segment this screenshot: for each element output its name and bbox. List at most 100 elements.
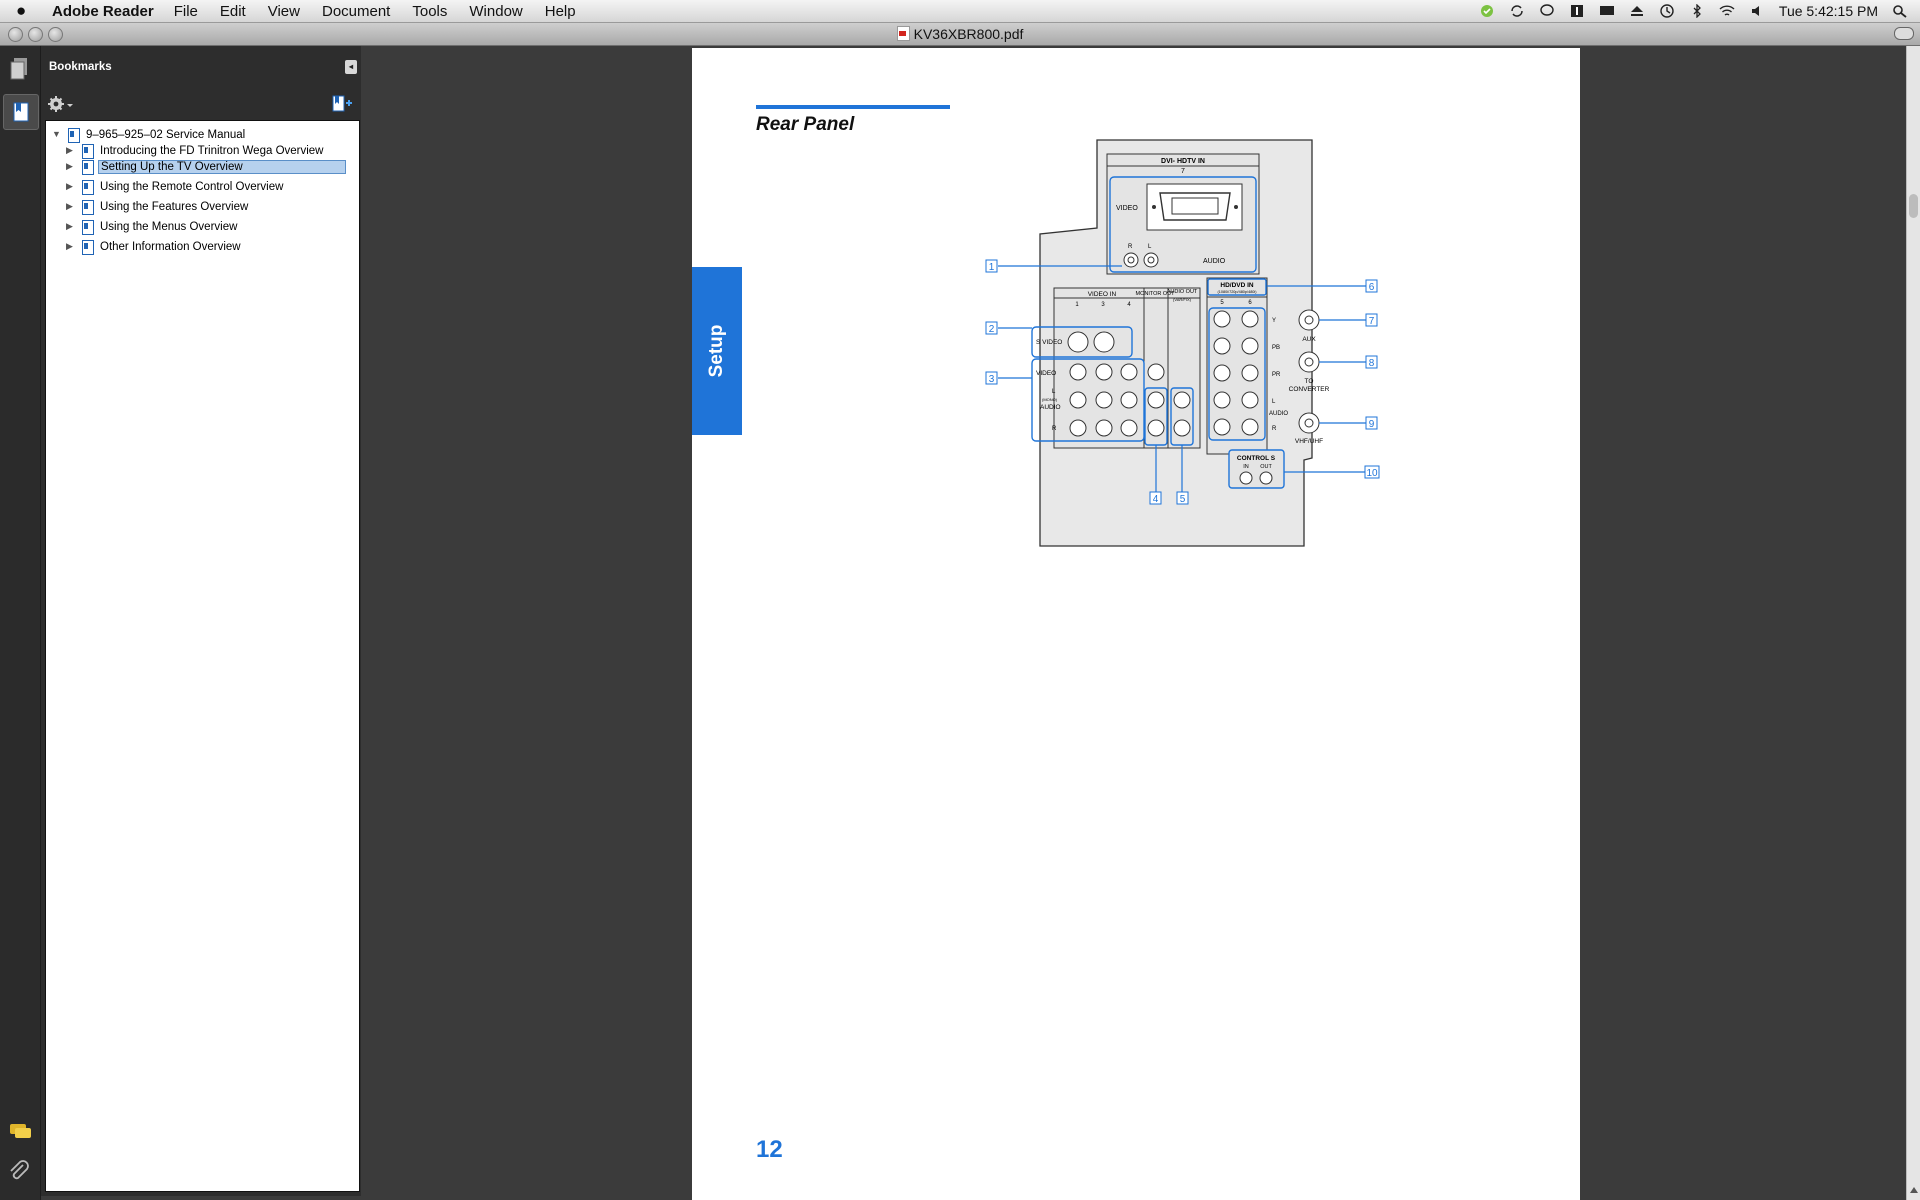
bookmarks-tree: ▼ 9–965–925–02 Service Manual ▶ Introduc… xyxy=(45,120,360,1192)
menu-view[interactable]: View xyxy=(267,2,300,20)
scroll-up-icon[interactable] xyxy=(1909,1186,1919,1194)
clock[interactable]: Tue 5:42:15 PM xyxy=(1778,3,1878,19)
bookmark-icon xyxy=(13,102,29,122)
dvi-audio-label: AUDIO xyxy=(1203,258,1226,265)
expand-triangle-icon[interactable]: ▶ xyxy=(66,161,73,171)
minimize-window-button[interactable] xyxy=(28,27,43,42)
page-thumbnails-button[interactable] xyxy=(3,52,37,86)
callout-6: 6 xyxy=(1369,282,1375,293)
attachments-button[interactable] xyxy=(3,1156,37,1190)
window-title-bar: KV36XBR800.pdf xyxy=(0,23,1920,46)
aux-label: AUX xyxy=(1302,336,1316,343)
menu-help[interactable]: Help xyxy=(544,2,576,20)
bookmark-item-features[interactable]: ▶ Using the Features Overview xyxy=(66,200,249,215)
expand-triangle-icon[interactable]: ▶ xyxy=(66,181,73,191)
to-label: TO xyxy=(1305,378,1314,385)
bookmarks-title: Bookmarks xyxy=(49,61,112,73)
volume-icon[interactable] xyxy=(1749,4,1765,18)
pages-icon xyxy=(10,58,27,80)
control-s-in: IN xyxy=(1243,464,1249,470)
audio-hd-label: AUDIO xyxy=(1269,411,1288,417)
control-s-out: OUT xyxy=(1260,464,1272,470)
chat-icon[interactable] xyxy=(1539,4,1555,18)
callout-10: 10 xyxy=(1366,468,1378,479)
app-menu[interactable]: Adobe Reader xyxy=(52,2,154,20)
audio-mono-label: (MONO) xyxy=(1042,397,1058,402)
wifi-icon[interactable] xyxy=(1719,4,1735,18)
close-window-button[interactable] xyxy=(8,27,23,42)
refresh-icon[interactable] xyxy=(1509,4,1525,18)
vertical-scrollbar[interactable] xyxy=(1906,46,1920,1200)
callout-5: 5 xyxy=(1180,494,1186,505)
pdf-file-icon xyxy=(896,26,910,41)
document-viewer[interactable]: Rear Panel Setup 12 DVI- HDTV IN 7 VIDEO… xyxy=(361,46,1906,1200)
menu-edit[interactable]: Edit xyxy=(219,2,246,20)
y-label: Y xyxy=(1272,318,1276,324)
comments-button[interactable] xyxy=(3,1114,37,1148)
options-gear-icon[interactable] xyxy=(47,94,75,114)
apple-menu-icon[interactable]: ● xyxy=(16,1,27,20)
collapse-panel-button[interactable]: ◂ xyxy=(345,60,357,74)
collapse-triangle-icon[interactable]: ▼ xyxy=(52,129,61,139)
zoom-window-button[interactable] xyxy=(48,27,63,42)
eject-icon[interactable] xyxy=(1629,4,1645,18)
window-title: KV36XBR800.pdf xyxy=(0,26,1920,42)
page-number: 12 xyxy=(756,1136,783,1163)
bookmark-icon xyxy=(82,240,94,255)
audio-row-label: AUDIO xyxy=(1040,404,1061,411)
bookmark-item-menus[interactable]: ▶ Using the Menus Overview xyxy=(66,220,238,235)
bookmark-item-introducing[interactable]: ▶ Introducing the FD Trinitron Wega Over… xyxy=(66,144,324,159)
scrollbar-thumb[interactable] xyxy=(1909,194,1918,218)
video-in-col-3: 3 xyxy=(1101,302,1105,308)
audio-l-label: L xyxy=(1052,389,1056,395)
section-tab: Setup xyxy=(692,267,742,435)
callout-1: 1 xyxy=(989,262,995,273)
hd-dvd-sub-label: (1080i/720p/480p/480i) xyxy=(1217,290,1257,294)
converter-label: CONVERTER xyxy=(1289,386,1330,393)
time-machine-icon[interactable] xyxy=(1659,4,1675,18)
expand-triangle-icon[interactable]: ▶ xyxy=(66,145,73,155)
spotlight-search-icon[interactable] xyxy=(1892,4,1908,18)
bookmarks-panel-button[interactable] xyxy=(3,94,39,130)
sync-status-icon[interactable] xyxy=(1479,4,1495,18)
bookmarks-panel: Bookmarks ◂ ▼ 9–965–925–02 Service Manua… xyxy=(41,46,361,1196)
callout-7: 7 xyxy=(1369,316,1375,327)
callout-3: 3 xyxy=(989,374,995,385)
hd-col-5: 5 xyxy=(1220,300,1224,306)
bookmark-icon xyxy=(82,200,94,215)
bookmark-item-setting-up[interactable]: ▶ Setting Up the TV Overview xyxy=(66,160,351,176)
expand-triangle-icon[interactable]: ▶ xyxy=(66,201,73,211)
bookmark-icon xyxy=(68,128,80,143)
expand-triangle-icon[interactable]: ▶ xyxy=(66,241,73,251)
bookmark-icon xyxy=(82,160,94,175)
rear-panel-diagram: DVI- HDTV IN 7 VIDEO R L AUDIO VIDEO IN … xyxy=(985,139,1380,547)
toolbar-toggle-button[interactable] xyxy=(1894,27,1914,40)
new-bookmark-icon[interactable] xyxy=(331,94,353,114)
display-icon[interactable] xyxy=(1599,4,1615,18)
pdf-page: Rear Panel Setup 12 DVI- HDTV IN 7 VIDEO… xyxy=(692,48,1580,1200)
control-s-label: CONTROL S xyxy=(1237,455,1276,462)
one-password-icon[interactable] xyxy=(1569,4,1585,18)
title-rule xyxy=(756,105,950,109)
dvi-input-number: 7 xyxy=(1181,168,1185,175)
bluetooth-icon[interactable] xyxy=(1689,4,1705,18)
bookmark-item-remote-control[interactable]: ▶ Using the Remote Control Overview xyxy=(66,180,284,195)
callout-8: 8 xyxy=(1369,358,1375,369)
dvi-audio-l: L xyxy=(1148,244,1152,250)
menu-tools[interactable]: Tools xyxy=(412,2,448,20)
navigation-pane-strip xyxy=(0,46,41,1200)
callout-4: 4 xyxy=(1153,494,1159,505)
audio-out-sub: (VAR/FIX) xyxy=(1173,297,1192,302)
bookmark-icon xyxy=(82,144,94,159)
comments-icon xyxy=(10,1124,31,1138)
hd-dvd-in-label: HD/DVD IN xyxy=(1220,282,1254,289)
expand-triangle-icon[interactable]: ▶ xyxy=(66,221,73,231)
window-title-text: KV36XBR800.pdf xyxy=(913,26,1024,42)
bookmark-item-other-info[interactable]: ▶ Other Information Overview xyxy=(66,240,241,255)
menu-file[interactable]: File xyxy=(173,2,198,20)
video-in-label: VIDEO IN xyxy=(1088,291,1117,298)
menu-document[interactable]: Document xyxy=(321,2,391,20)
menu-window[interactable]: Window xyxy=(469,2,523,20)
bookmark-icon xyxy=(82,180,94,195)
bookmark-item-service-manual[interactable]: ▼ 9–965–925–02 Service Manual xyxy=(52,128,246,143)
